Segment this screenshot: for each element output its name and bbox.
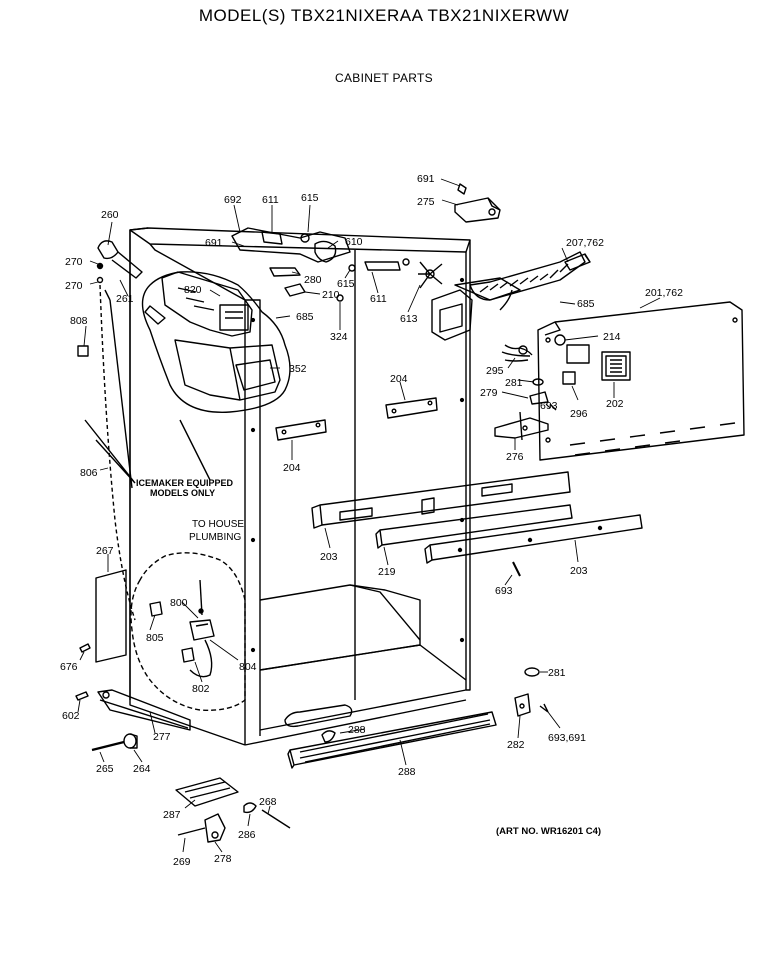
callout-276: 276 xyxy=(506,451,524,463)
callout-219: 219 xyxy=(378,566,396,578)
top-hinge xyxy=(454,183,501,223)
callout-295: 295 xyxy=(486,365,504,377)
control-housing xyxy=(231,227,443,302)
cabinet-shell xyxy=(129,227,471,746)
plumbing-note-line1: TO HOUSE xyxy=(192,519,244,530)
callout-610: 610 xyxy=(345,236,363,248)
callout-261: 261 xyxy=(116,293,134,305)
callout-203b: 203 xyxy=(570,565,588,577)
callout-685b: 685 xyxy=(296,311,314,323)
callout-676: 676 xyxy=(60,661,78,673)
callout-352: 352 xyxy=(289,363,307,375)
callout-800: 800 xyxy=(170,597,188,609)
leader-lines xyxy=(77,178,661,853)
callout-269: 269 xyxy=(173,856,191,868)
callout-693a: 693 xyxy=(540,400,558,412)
callout-207762: 207,762 xyxy=(566,237,604,249)
callout-204a: 204 xyxy=(390,373,408,385)
callout-260: 260 xyxy=(101,209,119,221)
bracket-204-right xyxy=(385,397,438,419)
callout-324: 324 xyxy=(330,331,348,343)
callout-286: 286 xyxy=(238,829,256,841)
callout-270a: 270 xyxy=(65,256,83,268)
callout-210: 210 xyxy=(322,289,340,301)
callout-602: 602 xyxy=(62,710,80,722)
callout-806: 806 xyxy=(80,467,98,479)
callout-691a: 691 xyxy=(417,173,435,185)
bottom-rail xyxy=(97,689,191,731)
art-number: (ART NO. WR16201 C4) xyxy=(496,826,602,837)
part-267-panel xyxy=(95,569,127,663)
callout-281a: 281 xyxy=(505,377,523,389)
callout-214: 214 xyxy=(603,331,621,343)
callout-693691: 693,691 xyxy=(548,732,586,744)
callout-287: 287 xyxy=(163,809,181,821)
rail-203-lower xyxy=(424,514,643,564)
callout-611a: 611 xyxy=(262,194,279,206)
callout-288a: 288 xyxy=(348,724,366,736)
callout-296: 296 xyxy=(570,408,588,420)
callout-804: 804 xyxy=(239,661,257,673)
page-title: MODEL(S) TBX21NIXERAA TBX21NIXERWW xyxy=(198,6,570,25)
callout-693b: 693 xyxy=(495,585,513,597)
callout-692: 692 xyxy=(224,194,242,206)
rail-219 xyxy=(375,504,573,549)
plumbing-note-line2: PLUMBING xyxy=(189,532,241,543)
callout-615b: 615 xyxy=(337,278,355,290)
callout-202: 202 xyxy=(606,398,624,410)
rear-cover-panel xyxy=(494,301,745,461)
callout-201762: 201,762 xyxy=(645,287,683,299)
callout-278: 278 xyxy=(214,853,232,865)
callout-282: 282 xyxy=(507,739,525,751)
rail-203-upper xyxy=(311,471,571,529)
callout-277: 277 xyxy=(153,731,171,743)
callout-691b: 691 xyxy=(205,237,223,249)
bracket-204-left xyxy=(275,419,327,441)
defrost-heater-coil xyxy=(469,251,591,311)
callout-labels: 691 275 692 611 615 260 691 610 207,762 … xyxy=(60,173,683,868)
fan-bracket xyxy=(431,277,521,341)
callout-267: 267 xyxy=(96,545,114,557)
callout-808: 808 xyxy=(70,315,88,327)
callout-820: 820 xyxy=(184,284,202,296)
icemaker-assembly xyxy=(96,240,291,413)
callout-204b: 204 xyxy=(283,462,301,474)
callout-281b: 281 xyxy=(548,667,566,679)
part-808 xyxy=(77,345,89,357)
callout-611b: 611 xyxy=(370,293,387,305)
callout-802: 802 xyxy=(192,683,210,695)
plumbing-detail xyxy=(130,552,246,711)
callout-264: 264 xyxy=(133,763,151,775)
section-title: CABINET PARTS xyxy=(335,71,433,85)
kick-plate-grille xyxy=(287,711,497,769)
callout-203a: 203 xyxy=(320,551,338,563)
callout-615a: 615 xyxy=(301,192,319,204)
callout-805: 805 xyxy=(146,632,164,644)
callout-613: 613 xyxy=(400,313,418,325)
callout-270b: 270 xyxy=(65,280,83,292)
callout-265: 265 xyxy=(96,763,114,775)
callout-288b: 288 xyxy=(398,766,416,778)
lower-hinge-parts xyxy=(175,777,291,843)
callout-275: 275 xyxy=(417,196,435,208)
callout-268: 268 xyxy=(259,796,277,808)
icemaker-note-line2: MODELS ONLY xyxy=(150,488,215,498)
callout-279: 279 xyxy=(480,387,498,399)
callout-280: 280 xyxy=(304,274,322,286)
icemaker-note-line1: ICEMAKER EQUIPPED xyxy=(136,478,234,488)
callout-685a: 685 xyxy=(577,298,595,310)
